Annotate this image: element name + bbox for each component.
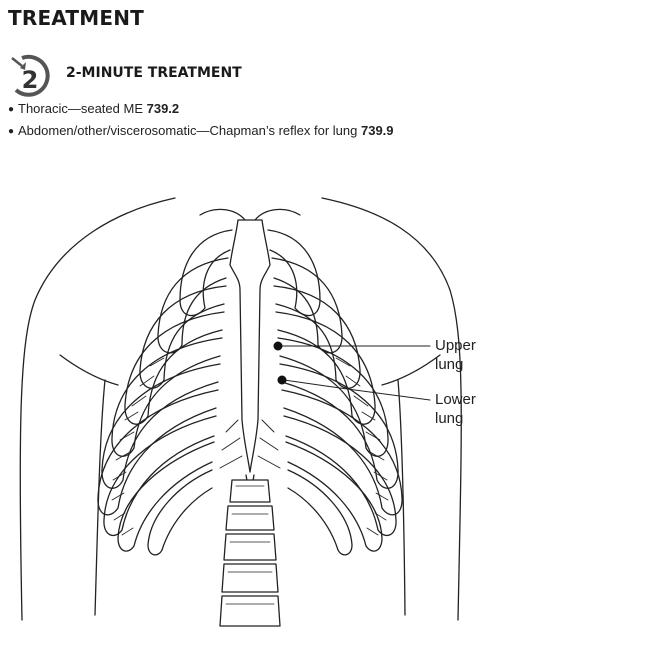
treatment-item-text: Abdomen/other/viscerosomatic—Chapman’s r…	[18, 123, 361, 138]
lower-lung-point	[277, 375, 287, 385]
lower-lung-leader-line	[283, 379, 431, 401]
bullet-icon: ●	[8, 104, 15, 115]
sternum	[229, 219, 271, 473]
treatment-item-thoracic: ●Thoracic—seated ME 739.2	[8, 98, 394, 120]
treatment-item-code: 739.9	[360, 123, 394, 138]
treatment-list: ●Thoracic—seated ME 739.2 ●Abdomen/other…	[8, 98, 394, 142]
two-minute-clock-icon: 2	[11, 54, 50, 97]
body-outline-left	[19, 197, 176, 621]
bullet-icon: ●	[8, 126, 15, 137]
upper-lung-label-line2: lung	[435, 356, 464, 373]
treatment-item-text: Thoracic—seated ME	[18, 101, 147, 116]
section-heading: TREATMENT	[8, 6, 145, 30]
treatment-item-abdomen: ●Abdomen/other/viscerosomatic—Chapman’s …	[8, 120, 394, 142]
rib-cage-drawing	[19, 197, 462, 627]
upper-lung-label-line1: Upper	[435, 337, 476, 354]
sub-heading-title: 2-MINUTE TREATMENT	[66, 65, 242, 81]
upper-lung-point	[273, 341, 283, 351]
rib-cage-illustration: Upper lung Lower lung	[0, 180, 653, 640]
lower-lung-label-line2: lung	[435, 410, 464, 427]
lower-lung-label-line1: Lower	[435, 391, 476, 408]
treatment-item-code: 739.2	[146, 101, 180, 116]
upper-lung-label: Upper lung	[435, 336, 476, 374]
clock-icon-digit: 2	[22, 66, 39, 94]
body-outline-right	[321, 197, 462, 621]
lower-lung-label: Lower lung	[435, 390, 476, 428]
sub-heading-row: 2 2-MINUTE TREATMENT	[8, 54, 408, 98]
